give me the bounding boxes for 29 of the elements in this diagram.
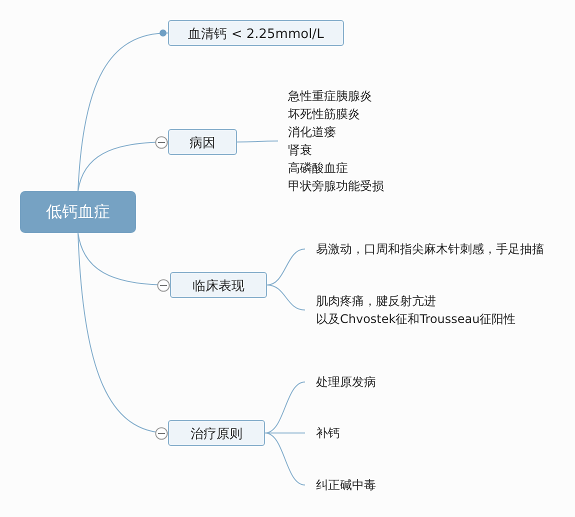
central-topic-label: 低钙血症 <box>46 202 110 220</box>
subtopic-text: 甲状旁腺功能受损 <box>288 178 384 195</box>
connector-line <box>236 140 278 142</box>
connector-line <box>264 432 306 486</box>
connector-line <box>266 248 306 286</box>
topic-box <box>170 272 267 298</box>
topic-box <box>168 420 265 446</box>
topic-label: 血清钙 < 2.25mmol/L <box>188 27 324 42</box>
subtopic-text: 补钙 <box>316 425 340 442</box>
subtopic-text: 易激动，口周和指尖麻木针刺感，手足抽搐 <box>316 241 544 258</box>
subtopic-text: 肾衰 <box>288 142 313 159</box>
subtopic-text: 高磷酸血症 <box>288 160 349 177</box>
subtopic-text: 处理原发病 <box>316 374 376 391</box>
topic-label: 临床表现 <box>192 279 244 294</box>
central-topic-box <box>20 191 136 233</box>
connector-line <box>264 432 306 434</box>
subtopic-text: 急性重症胰腺炎 <box>288 88 373 105</box>
subtopic-text: 消化道瘘 <box>288 124 337 141</box>
topic-label: 治疗原则 <box>190 427 242 442</box>
subtopic-text: 以及Chvostek征和Trousseau征阳性 <box>316 311 516 328</box>
topic-box <box>168 129 237 155</box>
connector-line <box>78 30 168 192</box>
subtopic-text: 纠正碱中毒 <box>316 477 376 494</box>
topic-label: 病因 <box>190 136 216 151</box>
topic-box <box>168 20 344 46</box>
connector-line <box>266 284 306 310</box>
subtopic-text: 肌肉疼痛，腱反射亢进 <box>316 293 437 310</box>
connector-line <box>264 382 306 434</box>
subtopic-text: 坏死性筋膜炎 <box>288 106 361 123</box>
